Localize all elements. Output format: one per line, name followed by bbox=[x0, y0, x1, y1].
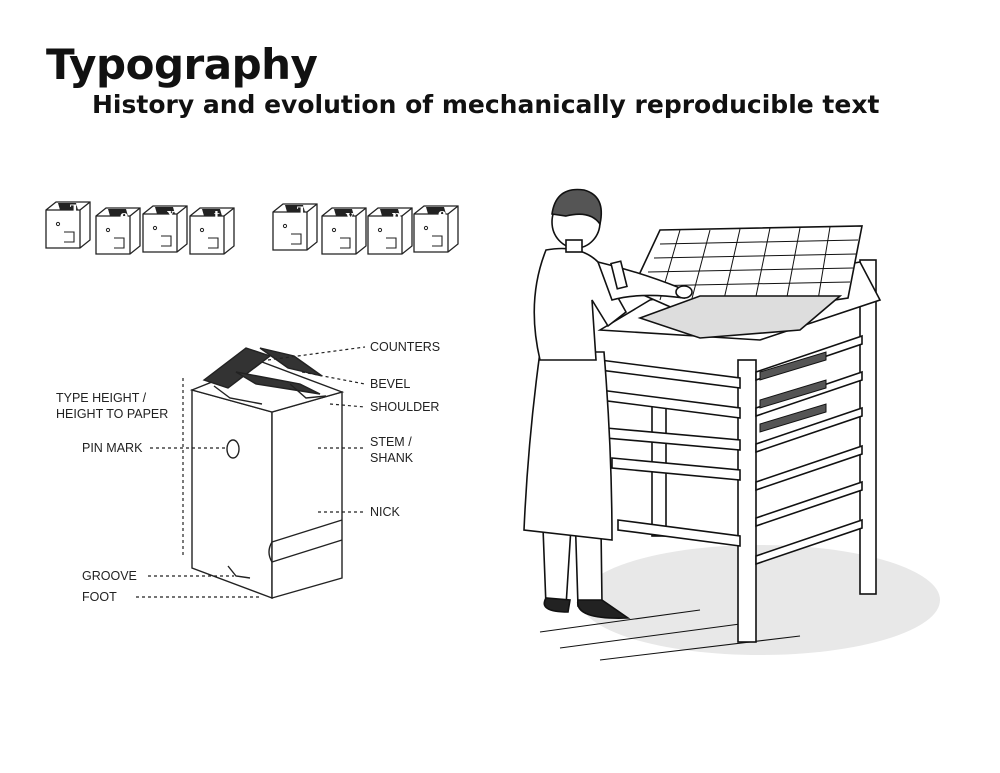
label-stem-line2: SHANK bbox=[370, 451, 414, 465]
sort-glyph: e bbox=[120, 209, 128, 224]
type-sort bbox=[413, 205, 459, 253]
label-nick: NICK bbox=[370, 505, 401, 519]
typesetter-figure bbox=[523, 188, 693, 619]
type-sort-anatomy bbox=[189, 347, 345, 600]
sort-side-face bbox=[271, 391, 343, 599]
anatomy-labels: COUNTERS BEVEL TYPE HEIGHT / HEIGHT TO P… bbox=[56, 340, 440, 604]
page-subtitle: History and evolution of mechanically re… bbox=[92, 90, 880, 119]
type-sort-glyphs: T e x t T y p e bbox=[70, 203, 446, 224]
sort-glyph: t bbox=[214, 209, 220, 224]
label-foot: FOOT bbox=[82, 590, 117, 604]
sort-glyph: x bbox=[167, 207, 175, 222]
sort-front-face bbox=[191, 389, 273, 600]
label-counters: COUNTERS bbox=[370, 340, 440, 354]
sort-glyph: T bbox=[297, 205, 307, 220]
sort-glyph: e bbox=[438, 207, 446, 222]
type-sort bbox=[45, 201, 91, 249]
frame-leg bbox=[859, 259, 877, 595]
sort-glyph: y bbox=[345, 209, 354, 224]
type-case-grid bbox=[641, 226, 859, 309]
page-title: Typography bbox=[46, 40, 318, 89]
lower-type-case bbox=[637, 295, 843, 339]
label-shoulder: SHOULDER bbox=[370, 400, 439, 414]
label-type-height-line1: TYPE HEIGHT / bbox=[56, 391, 147, 405]
type-sort bbox=[95, 207, 141, 255]
sort-glyph: T bbox=[70, 203, 80, 218]
type-sort bbox=[142, 205, 188, 253]
groove bbox=[227, 565, 251, 579]
frame-leg bbox=[737, 359, 757, 643]
pin-mark bbox=[226, 439, 240, 459]
type-sort bbox=[272, 203, 318, 251]
nick bbox=[268, 541, 273, 563]
frame-shelves bbox=[599, 334, 863, 566]
type-sort bbox=[321, 207, 367, 255]
type-sort bbox=[189, 207, 235, 255]
leader-lines bbox=[136, 346, 366, 598]
sort-face-stroke bbox=[235, 371, 321, 395]
sort-glyph: p bbox=[392, 209, 401, 224]
floor-lines bbox=[539, 609, 801, 661]
label-type-height-line2: HEIGHT TO PAPER bbox=[56, 407, 168, 421]
label-bevel: BEVEL bbox=[370, 377, 410, 391]
type-sort bbox=[367, 207, 413, 255]
label-stem-line1: STEM / bbox=[370, 435, 412, 449]
typesetter-illustration bbox=[523, 188, 940, 661]
label-pin-mark: PIN MARK bbox=[82, 441, 143, 455]
label-groove: GROOVE bbox=[82, 569, 137, 583]
type-drawers bbox=[759, 351, 827, 433]
